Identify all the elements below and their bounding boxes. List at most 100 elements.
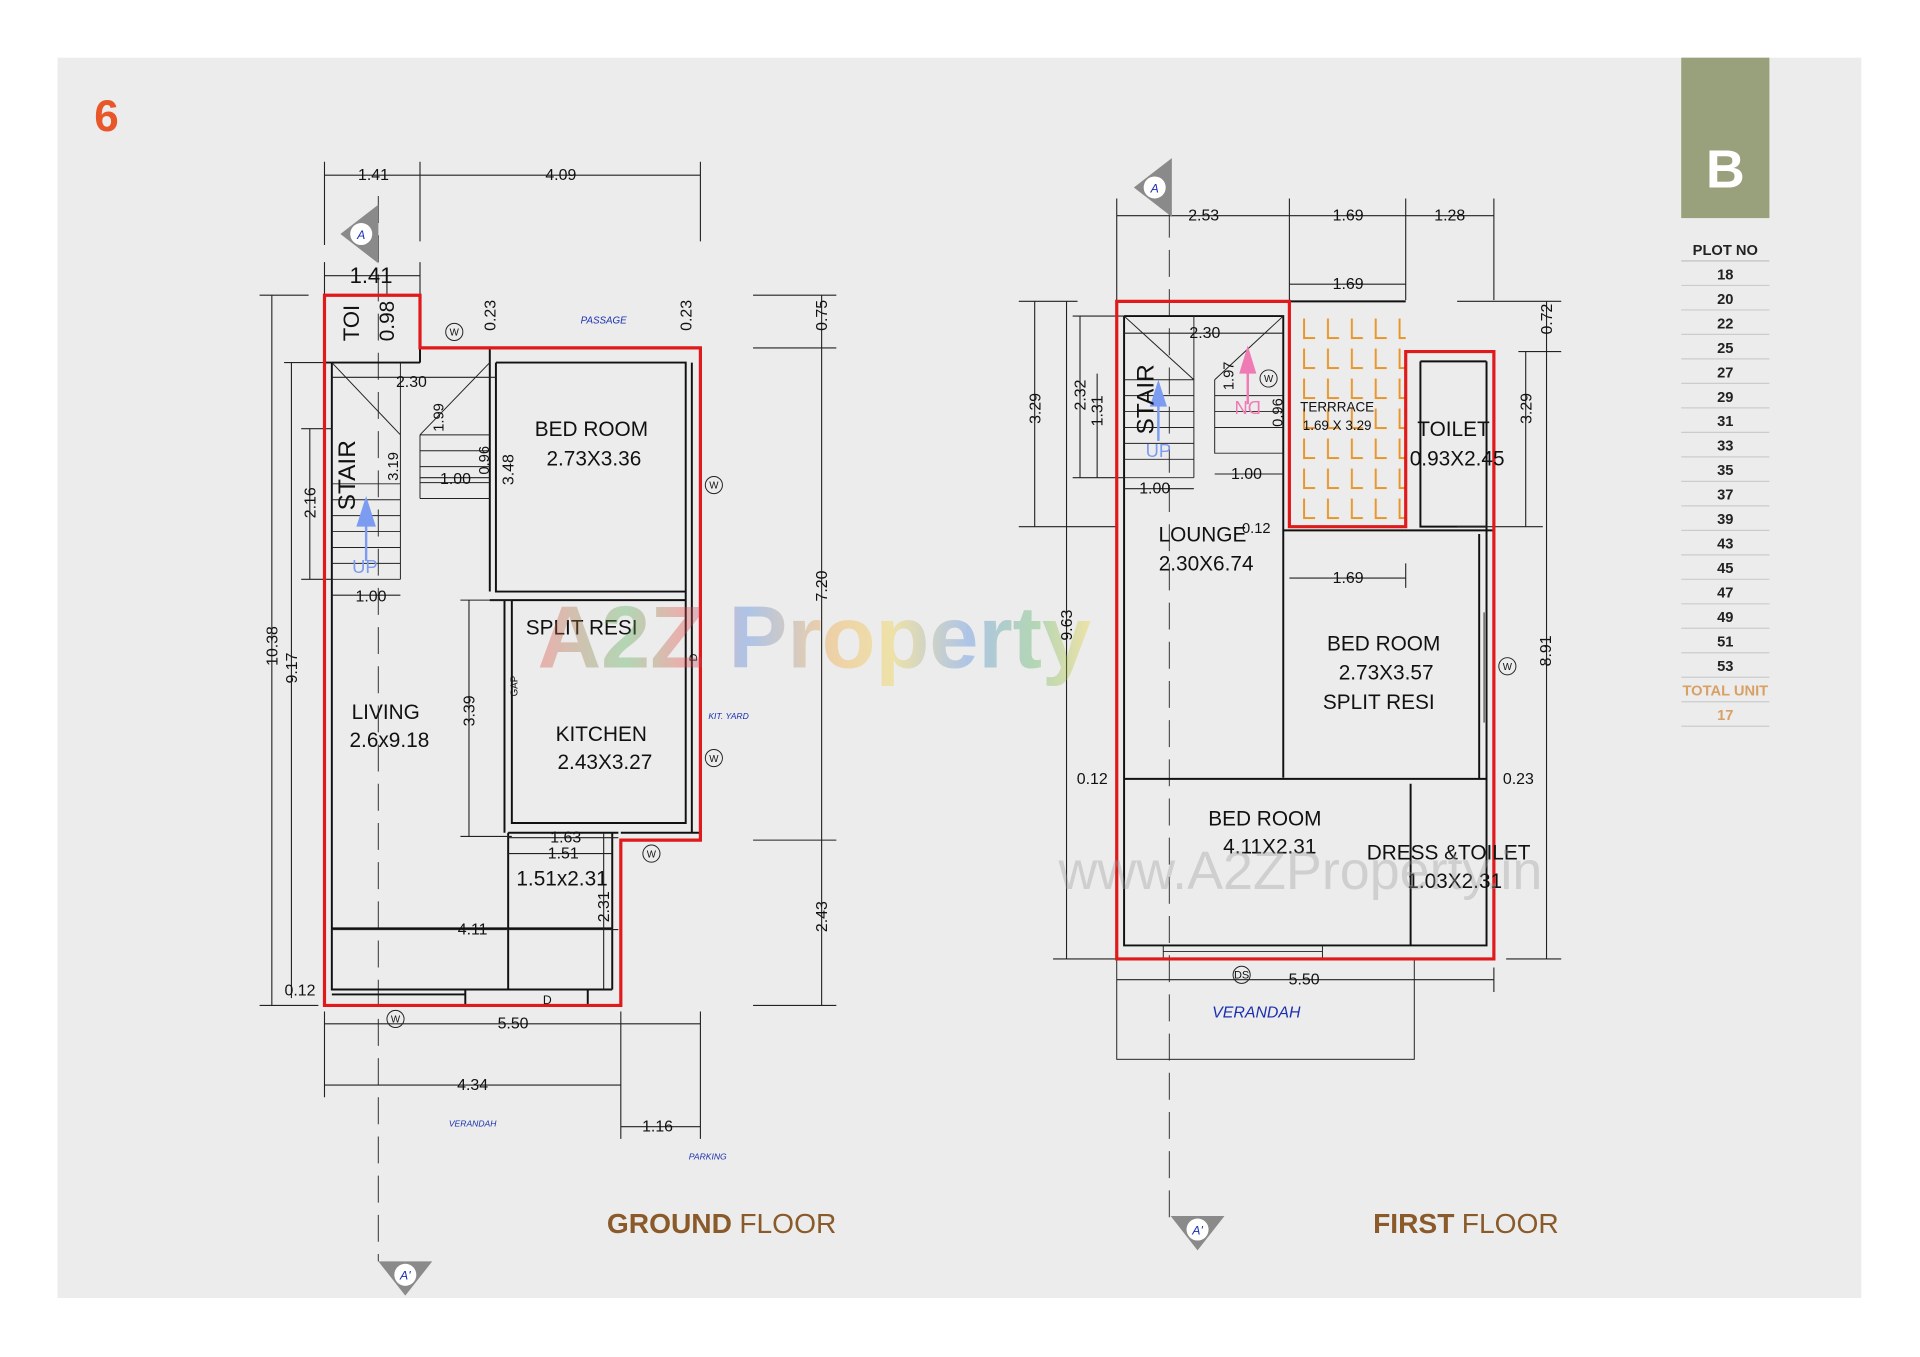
ground-dim-100b-label: 1.00 <box>356 588 387 605</box>
plot-number: 37 <box>1717 488 1733 504</box>
section-marker-icon: A <box>1133 158 1172 217</box>
plot-number: 18 <box>1717 267 1733 283</box>
sheet-panel <box>57 57 1862 1299</box>
plot-number: 22 <box>1717 316 1733 332</box>
window-marker-label: W <box>1503 662 1513 673</box>
first-dim-891-label: 8.91 <box>1538 635 1555 666</box>
plot-number: 31 <box>1717 414 1733 430</box>
section-marker-icon: A <box>340 204 379 264</box>
ground-dim-wall-b-label: 0.23 <box>678 300 695 331</box>
ground-room-size-label: 1.51x2.31 <box>516 867 607 890</box>
window-marker-icon: W <box>445 322 464 342</box>
block-letter: B <box>1706 139 1745 199</box>
ground-verandah-label: VERANDAH <box>449 1119 497 1129</box>
section-center-lines <box>377 171 1170 1262</box>
plot-number: 51 <box>1717 635 1733 651</box>
ground-dim-411-label: 4.11 <box>458 921 488 938</box>
plot-table-header: PLOT NO <box>1693 243 1758 259</box>
window-marker-icon: W <box>1498 657 1517 676</box>
window-marker-label: W <box>709 481 719 492</box>
first-terrace-size-label: 1.69 X 3.29 <box>1303 418 1372 433</box>
ground-living-size-label: 2.6x9.18 <box>349 729 429 752</box>
ground-bed-size-label: 2.73X3.36 <box>546 447 641 470</box>
first-dim-232-label: 2.32 <box>1073 379 1090 410</box>
ground-floor-title-bold: GROUND <box>607 1208 732 1239</box>
plot-number: 39 <box>1717 512 1733 528</box>
total-unit-value: 17 <box>1717 708 1733 724</box>
ground-parking-label: PARKING <box>689 1152 727 1162</box>
ground-dim-toi-width-label: 1.41 <box>350 263 393 288</box>
ground-dim-216-label: 2.16 <box>302 487 319 518</box>
section-marker-label: A <box>1150 181 1159 195</box>
plot-number: 35 <box>1717 463 1733 479</box>
first-ds-label: DS <box>1234 970 1249 982</box>
window-marker-icon: W <box>704 749 723 768</box>
ground-dim-348-label: 3.48 <box>501 454 518 485</box>
window-marker-label: W <box>391 1015 401 1026</box>
ground-passage-label: PASSAGE <box>581 315 628 326</box>
ground-dim-toi-h-label: 0.98 <box>376 301 399 341</box>
window-marker-label: W <box>647 849 657 860</box>
first-dim-550-label: 5.50 <box>1289 972 1320 989</box>
ground-floor-plan <box>259 161 837 1139</box>
first-dim-169c-label: 1.69 <box>1333 570 1364 587</box>
first-floor-plan <box>1018 198 1562 1060</box>
plot-number: 45 <box>1717 561 1733 577</box>
first-dim-329b-label: 3.29 <box>1518 393 1535 424</box>
ground-bed-name-label: BED ROOM <box>535 418 648 441</box>
stair-up-arrow-icon <box>1149 379 1167 407</box>
first-dim-253-label: 2.53 <box>1188 208 1219 225</box>
first-dim-100a-label: 1.00 <box>1231 466 1262 483</box>
first-terrace-name-label: TERRRACE <box>1300 400 1374 415</box>
ground-gap-label: GAP <box>510 675 521 696</box>
ground-dim-339-label: 3.39 <box>462 695 479 726</box>
window-marker-icon: W <box>386 1009 405 1028</box>
ground-dim-096-label: 0.96 <box>477 446 493 475</box>
section-marker-label: A <box>356 228 365 242</box>
first-dim-963-label: 9.63 <box>1059 610 1076 641</box>
section-markers: AAA'A' <box>340 158 1225 1296</box>
first-dim-197-label: 1.97 <box>1221 362 1237 391</box>
ground-dim-100a-label: 1.00 <box>440 471 471 488</box>
ground-dim-243-label: 2.43 <box>814 901 831 932</box>
ground-living-name-label: LIVING <box>352 701 420 724</box>
first-dim-128-label: 1.28 <box>1434 208 1465 225</box>
section-marker-label: A' <box>1191 1223 1203 1237</box>
first-toilet-size-label: 0.93X2.45 <box>1410 447 1505 470</box>
window-markers: W W W W W W W <box>386 322 1517 1028</box>
first-floor-outline <box>1115 299 1496 961</box>
section-marker-icon: A' <box>1170 1216 1225 1251</box>
ground-dim-1038-label: 10.38 <box>264 626 281 666</box>
first-lounge-size-label: 2.30X6.74 <box>1159 553 1254 576</box>
ground-dim-top-main-label: 4.09 <box>545 167 576 184</box>
block-badge: B <box>1681 57 1770 219</box>
ground-dim-434-label: 4.34 <box>457 1077 488 1094</box>
ground-dim-550-label: 5.50 <box>498 1016 529 1033</box>
plot-number: 49 <box>1717 610 1733 626</box>
window-marker-icon: W <box>704 475 723 495</box>
plot-table: PLOT NO182022252729313335373943454749515… <box>1681 243 1770 727</box>
ground-toi-label: TOI <box>339 305 364 341</box>
plot-number: 20 <box>1717 292 1733 308</box>
plot-number: 43 <box>1717 537 1733 553</box>
ground-stair-label: STAIR <box>334 440 361 510</box>
ground-kit-yard-label: KIT. YARD <box>708 711 748 721</box>
first-bed1-size-label: 2.73X3.57 <box>1339 662 1434 685</box>
first-bed1-name-label: BED ROOM <box>1327 632 1440 655</box>
first-up-label: UP <box>1146 440 1172 461</box>
ground-dim-199-label: 1.99 <box>432 403 448 432</box>
ground-dim-075-label: 0.75 <box>814 300 831 331</box>
window-marker-icon: W <box>642 844 661 863</box>
first-verandah-label: VERANDAH <box>1212 1005 1301 1022</box>
ground-dim-163-label: 1.63 <box>550 830 581 847</box>
window-marker-label: W <box>1264 374 1274 385</box>
window-marker-label: W <box>709 754 719 765</box>
stair-up-arrow-icon <box>356 496 376 527</box>
first-dim-169a-label: 1.69 <box>1333 208 1364 225</box>
terrace-tiles <box>1293 316 1406 527</box>
first-dn-label: DN <box>1234 397 1261 418</box>
ground-dim-720-label: 7.20 <box>814 570 831 601</box>
ground-dim-917-label: 9.17 <box>284 652 301 683</box>
